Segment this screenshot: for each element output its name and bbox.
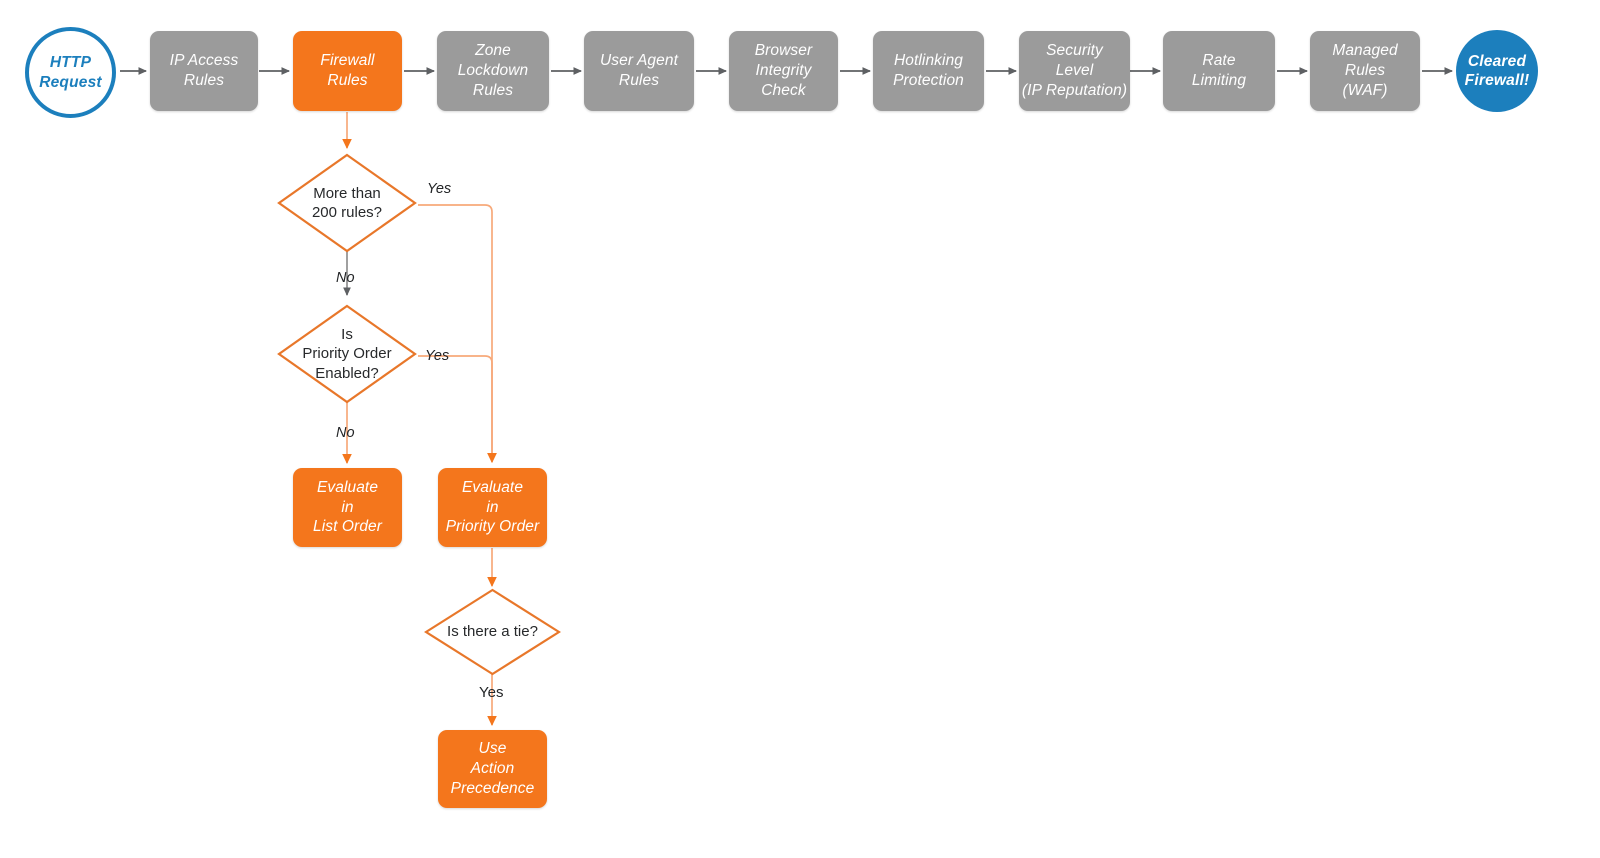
node-http-request[interactable]: HTTP Request: [25, 27, 116, 118]
decision-is-there-a-tie[interactable]: Is there a tie?: [424, 588, 561, 676]
node-security-level[interactable]: Security Level (IP Reputation): [1019, 31, 1130, 111]
diamond-shape-icon: [424, 588, 561, 676]
node-managed-rules-waf-label: Managed Rules (WAF): [1332, 42, 1398, 99]
edge-label-d2-no: No: [336, 425, 355, 441]
node-use-action-precedence[interactable]: Use Action Precedence: [438, 730, 547, 808]
diamond-shape-icon: [277, 153, 417, 253]
node-http-request-label: HTTP Request: [39, 54, 102, 91]
edge-label-d1-no: No: [336, 270, 355, 286]
node-cleared-firewall[interactable]: Cleared Firewall!: [1456, 30, 1538, 112]
node-browser-integrity-check-label: Browser Integrity Check: [754, 42, 813, 99]
node-rate-limiting-label: Rate Limiting: [1191, 52, 1247, 89]
node-hotlinking-protection-label: Hotlinking Protection: [893, 52, 964, 89]
node-security-level-label: Security Level (IP Reputation): [1021, 42, 1128, 99]
edge-d2-yes-to-priority-order: [418, 355, 497, 463]
node-ip-access-rules-label: IP Access Rules: [169, 52, 239, 89]
node-evaluate-list-order-label: Evaluate in List Order: [312, 478, 383, 536]
node-evaluate-priority-order[interactable]: Evaluate in Priority Order: [438, 468, 547, 547]
decision-more-than-200-rules[interactable]: More than 200 rules?: [277, 153, 417, 253]
node-firewall-rules[interactable]: Firewall Rules: [293, 31, 402, 111]
edge-label-d3-yes: Yes: [479, 684, 504, 701]
edge-d1-yes-to-priority-order: [418, 204, 497, 463]
node-evaluate-priority-order-label: Evaluate in Priority Order: [445, 478, 540, 536]
node-use-action-precedence-label: Use Action Precedence: [450, 740, 535, 797]
decision-is-priority-order-enabled[interactable]: Is Priority Order Enabled?: [277, 304, 417, 404]
node-evaluate-list-order[interactable]: Evaluate in List Order: [293, 468, 402, 547]
node-ip-access-rules[interactable]: IP Access Rules: [150, 31, 258, 111]
diamond-shape-icon: [277, 304, 417, 404]
decision-is-there-a-tie-label: Is there a tie?: [447, 623, 538, 641]
node-user-agent-rules[interactable]: User Agent Rules: [584, 31, 694, 111]
node-hotlinking-protection[interactable]: Hotlinking Protection: [873, 31, 984, 111]
node-cleared-firewall-label: Cleared Firewall!: [1464, 52, 1530, 89]
edge-label-d1-yes: Yes: [427, 181, 452, 197]
node-managed-rules-waf[interactable]: Managed Rules (WAF): [1310, 31, 1420, 111]
node-browser-integrity-check[interactable]: Browser Integrity Check: [729, 31, 838, 111]
decision-is-priority-order-enabled-label: Is Priority Order Enabled?: [302, 325, 392, 382]
node-user-agent-rules-label: User Agent Rules: [600, 52, 678, 89]
node-zone-lockdown-rules[interactable]: Zone Lockdown Rules: [437, 31, 549, 111]
node-firewall-rules-label: Firewall Rules: [320, 52, 375, 89]
node-zone-lockdown-rules-label: Zone Lockdown Rules: [457, 42, 529, 99]
decision-more-than-200-rules-label: More than 200 rules?: [311, 184, 383, 222]
edge-label-d2-yes: Yes: [425, 348, 450, 364]
node-rate-limiting[interactable]: Rate Limiting: [1163, 31, 1275, 111]
